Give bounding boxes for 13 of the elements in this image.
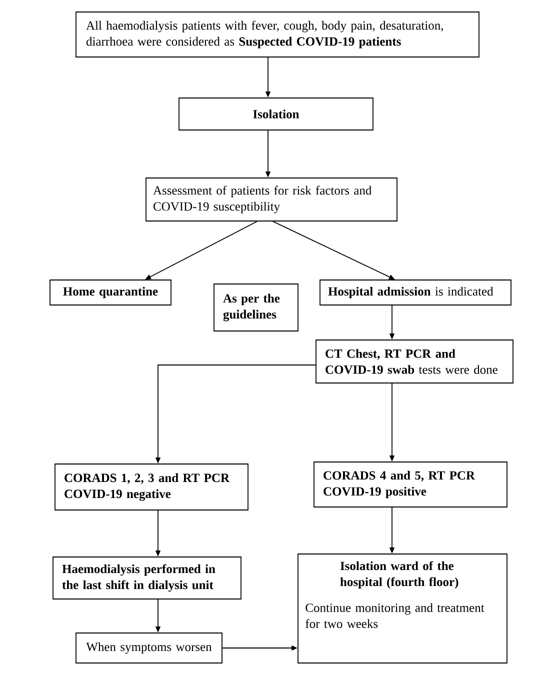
- process-box: CT Chest, RT PCR and COVID-19 swab tests were done: [316, 340, 514, 384]
- process-box: Isolation: [178, 98, 374, 130]
- process-box: CORADS 1, 2, 3 and RT PCR COVID-19 negative: [54, 464, 248, 510]
- process-box: CORADS 4 and 5, RT PCR COVID-19 positive: [314, 462, 508, 508]
- heading-text: Isolation ward of the hospital (fourth floor): [340, 561, 458, 589]
- process-box: Home quarantine: [50, 280, 172, 306]
- process-box: Hospital admission is indicated: [320, 280, 512, 306]
- process-box: As per the guidelines: [214, 284, 298, 332]
- process-box: All haemodialysis patients with fever, cough, body pain, desaturation, diarrhoea were considered as Suspected COVID-19 patients: [76, 12, 480, 58]
- body-text: Continue monitoring and treatment for two weeks: [306, 603, 484, 628]
- process-box: Assessment of patients for risk factors and COVID-19 susceptibility: [146, 178, 398, 222]
- process-box: When symptoms worsen: [76, 632, 222, 664]
- process-box: Haemodialysis performed in the last shift in dialysis unit: [52, 556, 242, 600]
